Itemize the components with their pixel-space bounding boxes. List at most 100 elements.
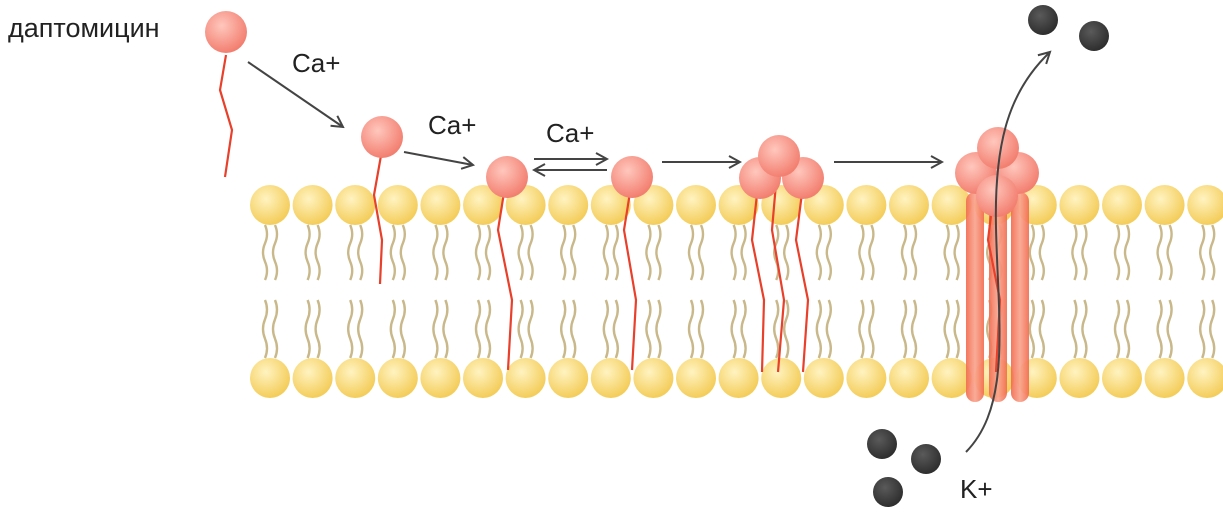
- membrane-outer-leaflet: [250, 185, 1223, 225]
- lipid-tail: [358, 300, 362, 358]
- lipid-tail: [742, 300, 746, 358]
- lipid-tail: [902, 225, 906, 280]
- lipid-tail: [656, 225, 660, 280]
- lipid-head-outer: [378, 185, 418, 225]
- lipid-head-outer: [1059, 185, 1099, 225]
- lipid-head-outer: [293, 185, 333, 225]
- lipid-head-outer: [1145, 185, 1185, 225]
- lipid-tail: [273, 225, 277, 280]
- lipid-head-inner: [932, 358, 972, 398]
- daptomycin-molecule-icon: [758, 135, 800, 177]
- lipid-head-inner: [846, 358, 886, 398]
- lipid-tail: [561, 225, 565, 280]
- lipid-tail: [859, 225, 863, 280]
- lipid-head-inner: [378, 358, 418, 398]
- lipid-tail: [401, 225, 405, 280]
- lipid-head-inner: [633, 358, 673, 398]
- lipid-head-inner: [506, 358, 546, 398]
- lipid-tail: [306, 225, 310, 280]
- lipid-tail: [827, 225, 831, 280]
- lipid-head-outer: [889, 185, 929, 225]
- lipid-tail: [273, 300, 277, 358]
- lipid-tail: [1210, 225, 1214, 280]
- lipid-tail: [306, 300, 310, 358]
- lipid-tail: [486, 300, 490, 358]
- lipid-head-outer: [676, 185, 716, 225]
- lipid-tail: [263, 225, 267, 280]
- potassium-ion-icon: [911, 444, 941, 474]
- lipid-tail: [732, 225, 736, 280]
- daptomycin-molecule-icon: [486, 156, 528, 198]
- daptomycin-molecule-icon: [611, 156, 653, 198]
- lipid-tail: [742, 225, 746, 280]
- lipid-tail: [529, 300, 533, 358]
- lipid-tails: [263, 225, 1214, 358]
- lipid-head-outer: [548, 185, 588, 225]
- lipid-tail: [1072, 300, 1076, 358]
- lipid-tail: [401, 300, 405, 358]
- lipid-tail: [945, 225, 949, 280]
- lipid-head-outer: [420, 185, 460, 225]
- lipid-tail: [1072, 225, 1076, 280]
- lipid-tail: [476, 225, 480, 280]
- potassium-ion-icon: [1079, 21, 1109, 51]
- potassium-ion-icon: [867, 429, 897, 459]
- lipid-head-inner: [548, 358, 588, 398]
- lipid-tail: [646, 225, 650, 280]
- lipid-tail: [476, 300, 480, 358]
- lipid-tail: [1030, 225, 1034, 280]
- potassium-ion-icon: [873, 477, 903, 507]
- lipid-head-outer: [1187, 185, 1223, 225]
- lipid-tail: [912, 225, 916, 280]
- lipid-tail: [433, 225, 437, 280]
- lipid-tail: [391, 300, 395, 358]
- lipid-tail: [784, 300, 788, 358]
- lipid-tail: [1158, 225, 1162, 280]
- lipid-tail: [316, 225, 320, 280]
- potassium-label: K+: [960, 474, 993, 505]
- lipid-tail: [316, 300, 320, 358]
- lipid-tail: [571, 225, 575, 280]
- lipid-tail: [263, 300, 267, 358]
- lipid-tail: [348, 225, 352, 280]
- lipid-tail: [1115, 300, 1119, 358]
- lipid-tail: [689, 300, 693, 358]
- lipid-tail: [1158, 300, 1162, 358]
- lipid-tail: [614, 225, 618, 280]
- lipid-head-inner: [719, 358, 759, 398]
- lipid-head-inner: [420, 358, 460, 398]
- daptomycin-molecule-icon: [361, 116, 403, 158]
- lipid-tail: [902, 300, 906, 358]
- potassium-ion-icon: [1028, 5, 1058, 35]
- lipid-tail: [358, 225, 362, 280]
- lipid-head-outer: [335, 185, 375, 225]
- lipid-tail: [699, 225, 703, 280]
- lipid-tail: [519, 300, 523, 358]
- lipid-tail: [571, 300, 575, 358]
- lipid-tail: [912, 300, 916, 358]
- lipid-head-outer: [250, 185, 290, 225]
- lipid-tail: [955, 225, 959, 280]
- lipid-tail: [827, 300, 831, 358]
- lipid-tail: [656, 300, 660, 358]
- lipid-tail: [1168, 300, 1172, 358]
- lipid-tail: [955, 300, 959, 358]
- lipid-head-inner: [1145, 358, 1185, 398]
- lipid-tail: [519, 225, 523, 280]
- lipid-tail: [646, 300, 650, 358]
- lipid-tail: [1125, 300, 1129, 358]
- lipid-head-inner: [761, 358, 801, 398]
- lipid-tail: [1040, 300, 1044, 358]
- lipid-tail: [1200, 300, 1204, 358]
- lipid-tail: [561, 300, 565, 358]
- lipid-tail: [1040, 225, 1044, 280]
- lipid-tail: [945, 300, 949, 358]
- lipid-tail: [604, 300, 608, 358]
- lipid-tail: [1210, 300, 1214, 358]
- lipid-tail: [486, 225, 490, 280]
- calcium-label-3: Ca+: [546, 118, 594, 149]
- lipid-tail: [348, 300, 352, 358]
- lipid-tail: [869, 225, 873, 280]
- lipid-tail: [529, 225, 533, 280]
- lipid-head-inner: [293, 358, 333, 398]
